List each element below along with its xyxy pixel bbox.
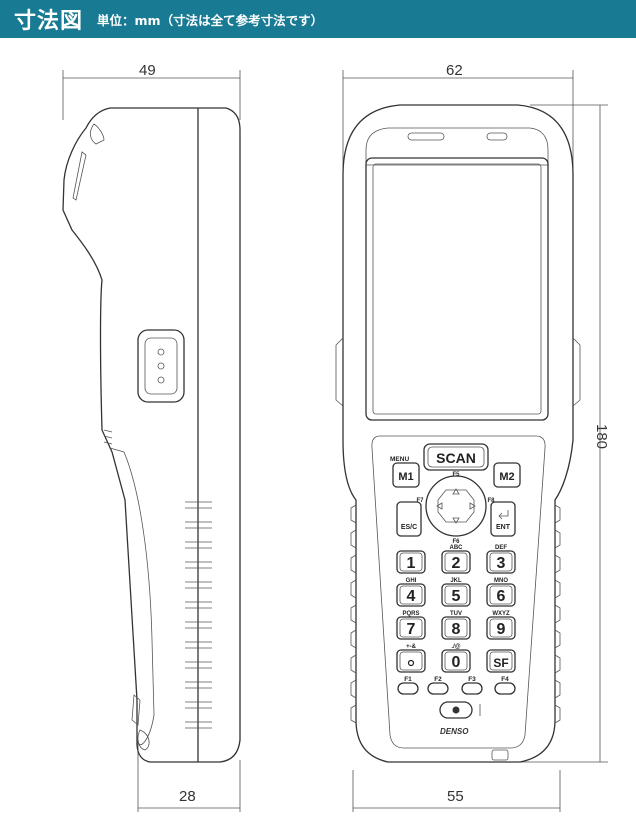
f3-key xyxy=(461,682,483,695)
f1-key xyxy=(397,682,419,695)
key-6-label: 6 xyxy=(497,588,506,605)
key-9-sublabel: WXYZ xyxy=(492,611,510,617)
dpad-up-arrow-icon xyxy=(452,488,460,495)
dpad-right-arrow-icon xyxy=(469,502,476,510)
key-8-sublabel: TUV xyxy=(450,611,462,617)
ent-key-label: ENT xyxy=(496,524,511,531)
key-1 xyxy=(396,550,426,574)
key-3 xyxy=(486,550,516,574)
m2-key xyxy=(493,462,521,488)
key-sf xyxy=(486,649,516,673)
key-0 xyxy=(441,649,471,673)
key-4-label: 4 xyxy=(407,588,416,605)
f2-key xyxy=(427,682,449,695)
dim-side-bottom: 28 xyxy=(179,788,196,805)
key-dot-sublabel: +-& xyxy=(406,644,417,650)
key-3-label: 3 xyxy=(497,555,506,572)
key-4 xyxy=(396,583,426,607)
keypad: SCAN MENU M1 M2 F5 F6 F7 F8 ES/C ENT 1 2 A… xyxy=(390,443,521,736)
f1-label: F1 xyxy=(404,676,412,683)
scan-key xyxy=(423,443,489,471)
m2-key-label: M2 xyxy=(499,471,514,483)
key-7-sublabel: PQRS xyxy=(402,611,419,617)
m1-key-label: M1 xyxy=(398,471,413,483)
front-view xyxy=(335,104,581,763)
f6-label: F6 xyxy=(452,539,460,545)
key-8 xyxy=(441,616,471,640)
page-title: 寸法図 xyxy=(14,9,84,34)
key-8-label: 8 xyxy=(452,621,461,638)
m1-key xyxy=(392,462,420,488)
dim-front-bottom: 55 xyxy=(447,788,464,805)
key-5-label: 5 xyxy=(452,588,461,605)
key-dot xyxy=(396,649,426,673)
key-7 xyxy=(396,616,426,640)
key-4-sublabel: GHI xyxy=(406,578,417,584)
dim-side-top: 49 xyxy=(139,62,156,79)
function-keys: F1 F2 F3 F4 xyxy=(397,676,516,695)
enter-arrow-icon xyxy=(498,510,509,520)
unit-note: 単位：mm（寸法は全て参考寸法です） xyxy=(97,12,324,28)
f4-label: F4 xyxy=(501,676,509,683)
dot-icon xyxy=(407,659,415,667)
key-6-sublabel: MNO xyxy=(494,578,508,584)
esc-key xyxy=(396,501,422,537)
menu-label: MENU xyxy=(390,456,409,463)
dpad-down-arrow-icon xyxy=(452,517,460,524)
key-9 xyxy=(486,616,516,640)
key-3-sublabel: DEF xyxy=(495,545,507,551)
key-0-label: 0 xyxy=(452,654,461,671)
power-key xyxy=(439,701,473,719)
esc-key-label: ES/C xyxy=(401,524,417,531)
f7-label: F7 xyxy=(416,498,424,504)
key-2 xyxy=(441,550,471,574)
f5-label: F5 xyxy=(452,472,460,478)
key-5 xyxy=(441,583,471,607)
brand-logo: DENSO xyxy=(440,727,469,736)
dim-front-top: 62 xyxy=(446,62,463,79)
key-sf-label: SF xyxy=(493,656,508,670)
side-view xyxy=(62,107,241,763)
ent-key xyxy=(490,501,516,537)
dimension-lines xyxy=(62,70,608,812)
key-1-label: 1 xyxy=(407,555,416,572)
f2-label: F2 xyxy=(434,676,442,683)
header-bar: 寸法図 単位：mm（寸法は全て参考寸法です） xyxy=(0,0,636,38)
power-icon xyxy=(452,706,460,714)
number-keys: 1 2 ABC 3 DEF 4 GHI 5 JKL 6 MNO 7 PQRS 8 TUV 9 WXYZ +-& 0.… xyxy=(396,545,516,673)
f8-label: F8 xyxy=(487,498,495,504)
f3-label: F3 xyxy=(468,676,476,683)
f4-key xyxy=(494,682,516,695)
dpad-left-arrow-icon xyxy=(436,502,443,510)
key-2-sublabel: ABC xyxy=(450,545,464,551)
scan-key-label: SCAN xyxy=(436,450,476,466)
key-0-sublabel: ./@ xyxy=(451,644,460,650)
key-2-label: 2 xyxy=(452,555,461,572)
key-6 xyxy=(486,583,516,607)
key-7-label: 7 xyxy=(407,621,416,638)
dpad xyxy=(425,475,487,537)
key-9-label: 9 xyxy=(497,621,506,638)
key-5-sublabel: JKL xyxy=(450,578,462,584)
